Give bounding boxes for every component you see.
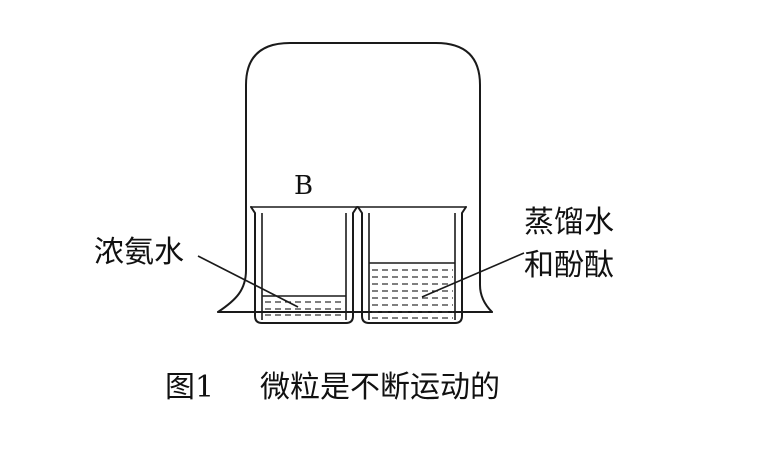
leader-line-left	[197, 255, 299, 308]
left-liquid-label: 浓氨水	[94, 235, 184, 270]
beaker-b-label: B	[294, 171, 313, 201]
beaker-a	[357, 206, 467, 324]
figure-caption: 微粒是不断运动的	[260, 370, 500, 405]
beaker-b	[250, 206, 358, 324]
bell-jar	[217, 42, 493, 313]
right-liquid-label-line2: 和酚酞	[524, 248, 614, 283]
right-liquid-label-line1: 蒸馏水	[524, 205, 614, 240]
figure-number: 图1	[165, 370, 214, 405]
leader-line-right	[421, 252, 525, 298]
